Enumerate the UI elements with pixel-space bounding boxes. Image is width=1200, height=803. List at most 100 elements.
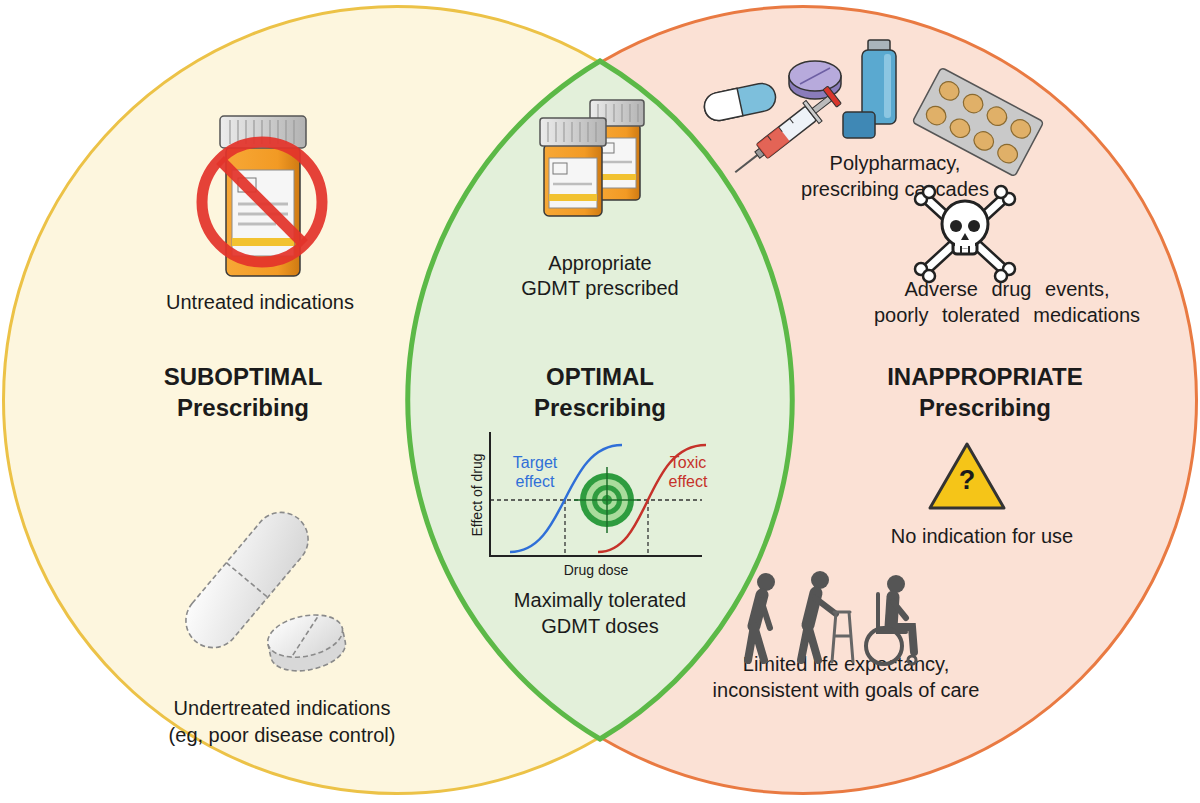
syringe-icon <box>823 86 841 107</box>
bottles-icon <box>547 122 548 142</box>
missing-dose-icon <box>286 617 324 655</box>
crossed-bottle-icon <box>253 120 254 144</box>
elderly-figures-icon <box>878 594 906 632</box>
elderly-figures-icon <box>815 598 836 614</box>
warning-icon <box>930 444 1004 508</box>
bottles-icon <box>544 144 602 216</box>
crossed-bottle-icon <box>277 120 278 144</box>
inhaler-icon <box>843 40 896 138</box>
skull-icon <box>942 201 988 247</box>
crossed-bottle-icon <box>238 203 288 206</box>
dose-response-chart <box>574 499 640 501</box>
syringe-icon <box>812 96 831 113</box>
capsule-icon <box>702 88 743 123</box>
syringe-icon <box>790 118 794 123</box>
dose-response-chart <box>580 473 634 527</box>
inhaler-icon <box>843 112 875 138</box>
dose-response-chart <box>602 495 612 505</box>
crossed-bottle-icon <box>232 170 294 256</box>
region-text: Undertreated indications (eg, poor disea… <box>162 695 402 749</box>
optimal-lens: OPTIMAL PrescribingAppropriate GDMT pres… <box>408 61 792 739</box>
bottles-icon <box>571 122 572 142</box>
bottles-icon <box>597 104 598 122</box>
bottles-icon <box>590 100 644 126</box>
axis-title: Effect of drug <box>468 430 486 560</box>
skull-icon <box>968 246 970 253</box>
skull-icon <box>923 186 935 198</box>
crossed-bottle-icon <box>269 120 270 144</box>
inhaler-icon <box>884 54 891 118</box>
skull-icon <box>1003 193 1015 205</box>
elderly-figures-icon <box>808 593 816 625</box>
bottles-icon <box>598 174 636 180</box>
dose-response-chart <box>490 499 702 500</box>
elderly-figures-icon <box>891 597 893 627</box>
bottles-icon <box>594 124 640 200</box>
bottles-icon <box>579 122 580 142</box>
syringe-icon <box>755 148 765 158</box>
bottles-icon <box>605 104 606 122</box>
elderly-figures-icon <box>748 571 916 664</box>
inhaler-icon <box>862 50 896 124</box>
elderly-figures-icon <box>761 600 770 628</box>
bottles-icon <box>602 143 614 153</box>
crossed-bottle-icon <box>202 142 322 262</box>
bottles-icon <box>602 161 632 164</box>
elderly-figures-icon <box>866 628 902 664</box>
dose-response-chart <box>489 432 706 556</box>
dose-response-chart <box>564 500 565 556</box>
blister-pack-icon <box>947 116 973 141</box>
bottles-icon <box>621 104 622 122</box>
region-circle <box>410 7 1197 794</box>
skull-icon <box>1003 263 1015 275</box>
crossed-bottle-icon <box>245 120 246 144</box>
region-text: Untreated indications <box>110 289 410 315</box>
crossed-bottle-icon <box>230 120 294 144</box>
skull-icon <box>950 220 962 232</box>
skull-icon <box>915 186 1015 282</box>
crossed-bottle-icon <box>220 160 304 244</box>
skull-icon <box>928 200 1002 268</box>
bottles-icon <box>553 183 592 186</box>
skull-icon <box>915 186 1015 282</box>
skull-icon <box>915 193 927 205</box>
crossed-bottle-icon <box>220 116 306 148</box>
blister-pack-icon <box>984 104 1010 129</box>
missing-dose-icon <box>264 609 350 678</box>
crossed-bottle-icon <box>238 178 256 192</box>
tablet-icon <box>800 68 830 84</box>
skull-icon <box>923 270 935 282</box>
region-text: Polypharmacy, prescribing cascades <box>790 150 1000 202</box>
blister-pack-icon <box>1008 116 1034 141</box>
tablet-icon <box>789 61 841 99</box>
capsule-icon <box>702 81 778 123</box>
missing-dose-icon <box>175 501 319 658</box>
region-text: No indication for use <box>852 523 1112 549</box>
blister-pack-icon <box>936 78 962 103</box>
bottles-icon <box>548 122 596 142</box>
elderly-figures-icon <box>801 625 818 660</box>
axis-title: Drug dose <box>536 561 656 579</box>
blister-pack-icon <box>923 78 1034 166</box>
syringe-icon <box>757 106 817 158</box>
bottles-icon <box>549 158 597 208</box>
dose-response-chart <box>586 479 628 521</box>
syringe-icon <box>779 127 783 132</box>
crossed-bottle-icon <box>237 120 238 144</box>
blister-pack-icon <box>912 67 1044 176</box>
bottles-icon <box>549 194 597 201</box>
syringe-icon <box>727 85 842 183</box>
skull-icon <box>961 233 969 240</box>
crossed-bottle-icon <box>293 120 294 144</box>
region-text: Appropriate GDMT prescribed <box>518 251 682 301</box>
skull-icon <box>995 270 1007 282</box>
warning-icon <box>930 444 1004 508</box>
bottles-icon <box>598 138 636 188</box>
skull-icon <box>915 263 927 275</box>
tablet-icon <box>789 76 841 99</box>
bottles-icon <box>629 104 630 122</box>
region-heading: INAPPROPRIATE Prescribing <box>878 361 1093 423</box>
skull-icon <box>928 200 1002 268</box>
bottles-icon <box>540 118 606 146</box>
